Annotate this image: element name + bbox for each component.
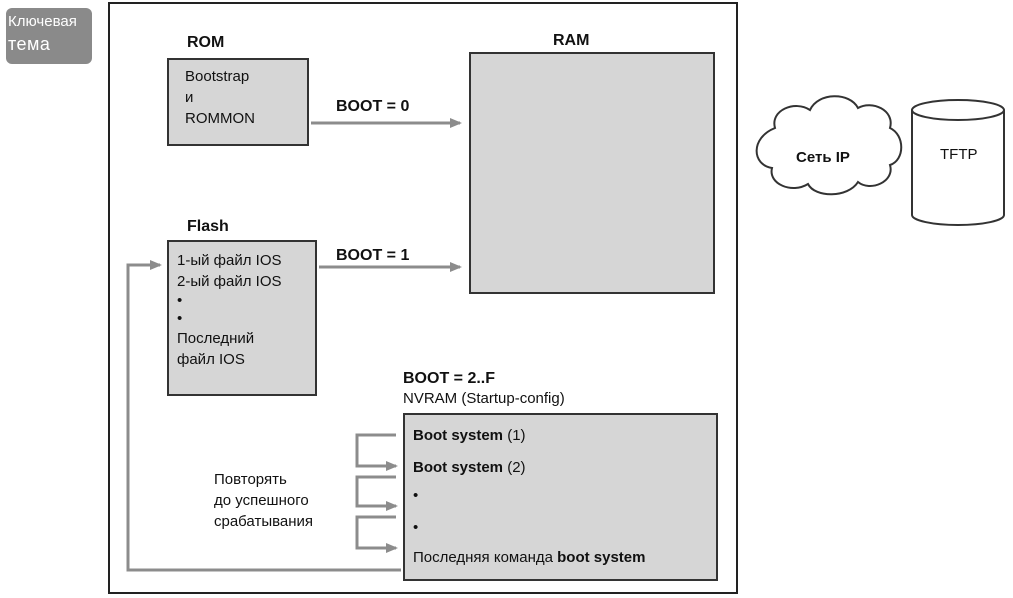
flash-line-6: файл IOS — [177, 351, 245, 368]
key-topic-badge: Ключевая тема — [6, 8, 92, 64]
rom-line-1: Bootstrap — [185, 68, 250, 85]
ip-network-cloud-icon — [755, 95, 903, 196]
flash-box: 1-ый файл IOS 2-ый файл IOS • • Последни… — [167, 240, 317, 396]
badge-line-1: Ключевая — [8, 13, 77, 30]
rom-line-3: ROMMON — [185, 110, 255, 127]
nvram-line-1-bold: Boot system — [413, 427, 504, 444]
flash-line-5: Последний — [177, 330, 255, 347]
tftp-label: TFTP — [940, 146, 978, 163]
nvram-last-prefix: Последняя команда — [413, 549, 558, 566]
flash-line-4: • — [177, 310, 183, 327]
rom-title: ROM — [187, 34, 225, 51]
repeat-line-1: Повторять — [214, 471, 287, 488]
repeat-note: Повторять до успешного срабатывания — [214, 469, 313, 532]
flash-line-2: 2-ый файл IOS — [177, 273, 282, 290]
nvram-last-line: Последняя команда boot system — [413, 549, 645, 566]
repeat-line-3: срабатывания — [214, 513, 314, 530]
nvram-line-2-bold: Boot system — [413, 459, 504, 476]
nvram-line-1-rest: (1) — [503, 427, 526, 444]
repeat-line-2: до успешного — [214, 492, 309, 509]
boot2-label: BOOT = 2..F — [403, 370, 496, 387]
boot1-label: BOOT = 1 — [336, 247, 410, 264]
nvram-line-1: Boot system (1) — [413, 427, 526, 444]
flash-title: Flash — [187, 218, 229, 235]
badge-line-2: тема — [8, 34, 51, 54]
ram-box — [469, 52, 715, 294]
rom-box: Bootstrap и ROMMON — [167, 58, 309, 146]
nvram-last-bold: boot system — [557, 549, 646, 566]
rom-line-2: и — [185, 89, 194, 106]
nvram-title: NVRAM (Startup-config) — [403, 390, 565, 407]
nvram-dot-1: • — [413, 487, 419, 504]
boot0-label: BOOT = 0 — [336, 98, 410, 115]
flash-line-3: • — [177, 292, 183, 309]
ram-title: RAM — [553, 32, 590, 49]
cloud-label: Сеть IP — [796, 149, 850, 166]
nvram-line-2: Boot system (2) — [413, 459, 526, 476]
nvram-line-2-rest: (2) — [503, 459, 526, 476]
nvram-box: Boot system (1) Boot system (2) • • Посл… — [403, 413, 718, 581]
nvram-dot-2: • — [413, 519, 419, 536]
flash-line-1: 1-ый файл IOS — [177, 252, 282, 269]
